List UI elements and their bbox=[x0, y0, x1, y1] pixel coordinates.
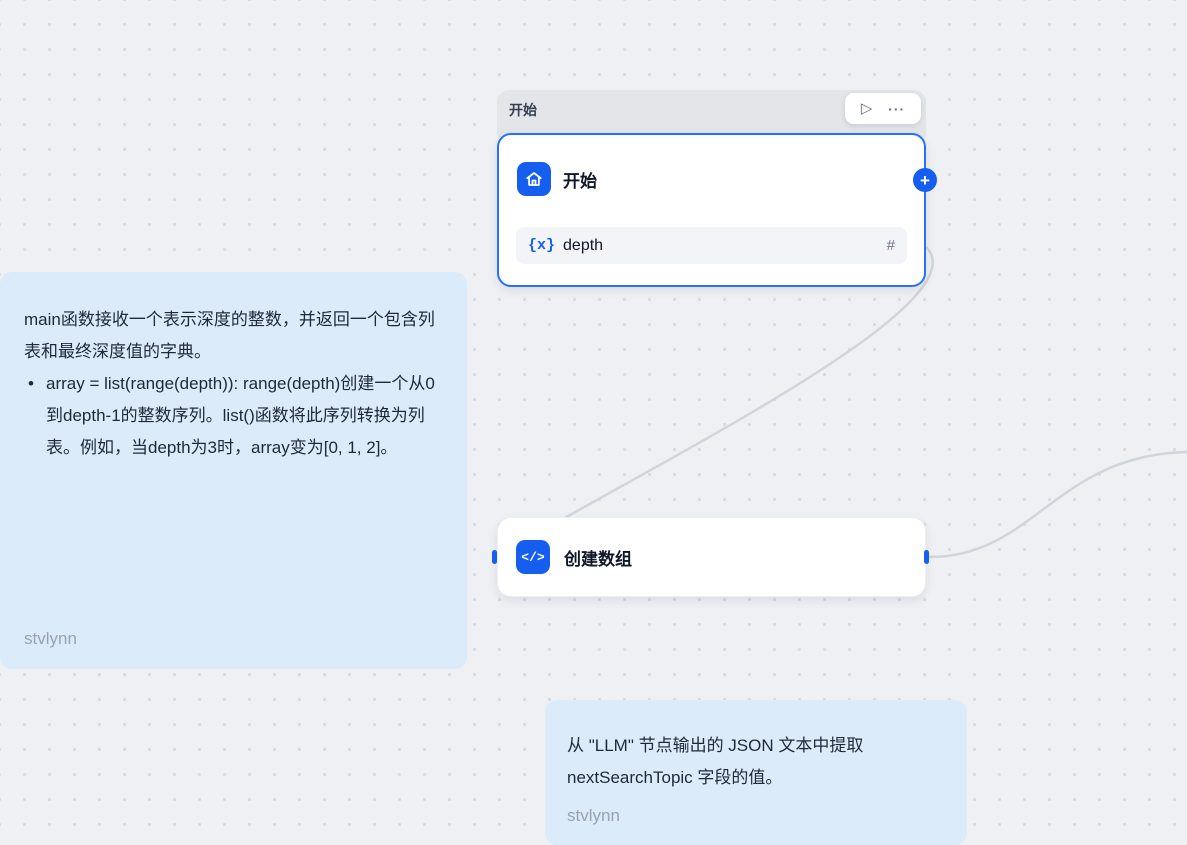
code-node-input-handle[interactable] bbox=[492, 550, 497, 564]
run-icon[interactable]: ▷ bbox=[860, 100, 873, 117]
note-text: 从 "LLM" 节点输出的 JSON 文本中提取 nextSearchTopic… bbox=[567, 736, 864, 787]
note-author: stvlynn bbox=[567, 806, 620, 825]
home-icon bbox=[517, 162, 551, 196]
start-node[interactable]: 开始 {x} depth # bbox=[497, 133, 926, 287]
edge-code-to-right bbox=[928, 450, 1187, 559]
node-toolbar: ▷ ··· bbox=[845, 93, 921, 124]
code-node-output-handle[interactable] bbox=[924, 550, 929, 564]
start-node-header: 开始 bbox=[499, 135, 924, 196]
edge-start-to-code bbox=[498, 246, 934, 558]
note-bullet-item: array = list(range(depth)): range(depth)… bbox=[24, 368, 443, 464]
more-options-icon[interactable]: ··· bbox=[888, 100, 906, 117]
variable-icon: {x} bbox=[528, 237, 556, 254]
code-node[interactable]: </> 创建数组 bbox=[497, 517, 926, 597]
variable-row-depth[interactable]: {x} depth # bbox=[516, 227, 907, 264]
note-author: stvlynn bbox=[24, 629, 77, 648]
variable-name: depth bbox=[563, 236, 604, 254]
note-bullet-list: array = list(range(depth)): range(depth)… bbox=[24, 368, 443, 464]
code-node-title: 创建数组 bbox=[564, 549, 632, 569]
note-llm-extract[interactable]: 从 "LLM" 节点输出的 JSON 文本中提取 nextSearchTopic… bbox=[545, 700, 967, 845]
note-paragraph: main函数接收一个表示深度的整数，并返回一个包含列表和最终深度值的字典。 bbox=[24, 310, 435, 361]
variable-type-number: # bbox=[886, 237, 895, 254]
code-icon-glyph: </> bbox=[521, 549, 545, 565]
start-node-title: 开始 bbox=[563, 171, 597, 191]
start-node-header-label: 开始 bbox=[509, 102, 537, 118]
add-node-button[interactable]: + bbox=[913, 168, 937, 192]
note-main-function[interactable]: main函数接收一个表示深度的整数，并返回一个包含列表和最终深度值的字典。 ar… bbox=[0, 272, 467, 669]
code-icon: </> bbox=[516, 540, 550, 574]
